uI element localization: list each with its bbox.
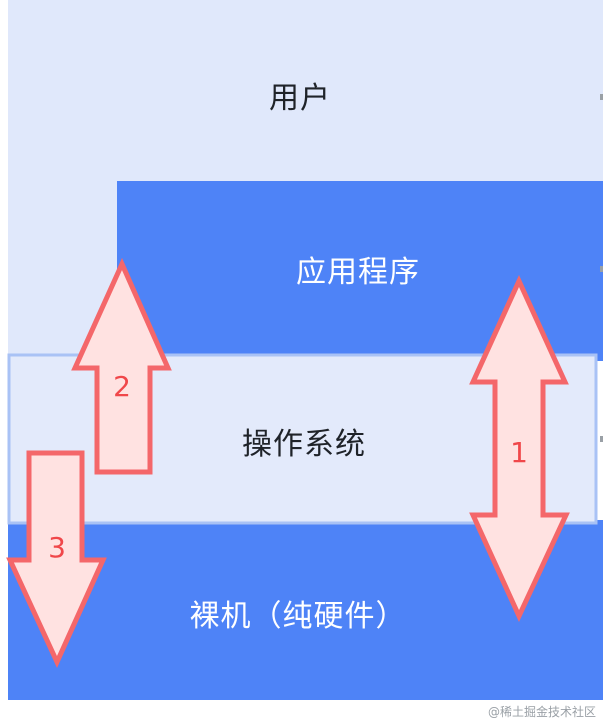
up-arrow-2 <box>71 257 172 475</box>
watermark: @稀土掘金技术社区 <box>488 704 596 719</box>
arrow-1-label: 1 <box>510 436 528 469</box>
arrow-2-label: 2 <box>113 370 131 403</box>
application-layer-label: 应用程序 <box>296 255 420 290</box>
edge-mark <box>600 94 603 100</box>
arrow-3-label: 3 <box>48 531 66 564</box>
os-layer-label: 操作系统 <box>242 427 366 462</box>
down-arrow-3 <box>6 450 107 669</box>
edge-mark <box>600 266 603 272</box>
hardware-layer-label: 裸机（纯硬件） <box>190 599 407 634</box>
double-arrow-1 <box>469 274 570 622</box>
edge-mark <box>600 436 603 442</box>
user-layer-label: 用户 <box>269 81 331 116</box>
